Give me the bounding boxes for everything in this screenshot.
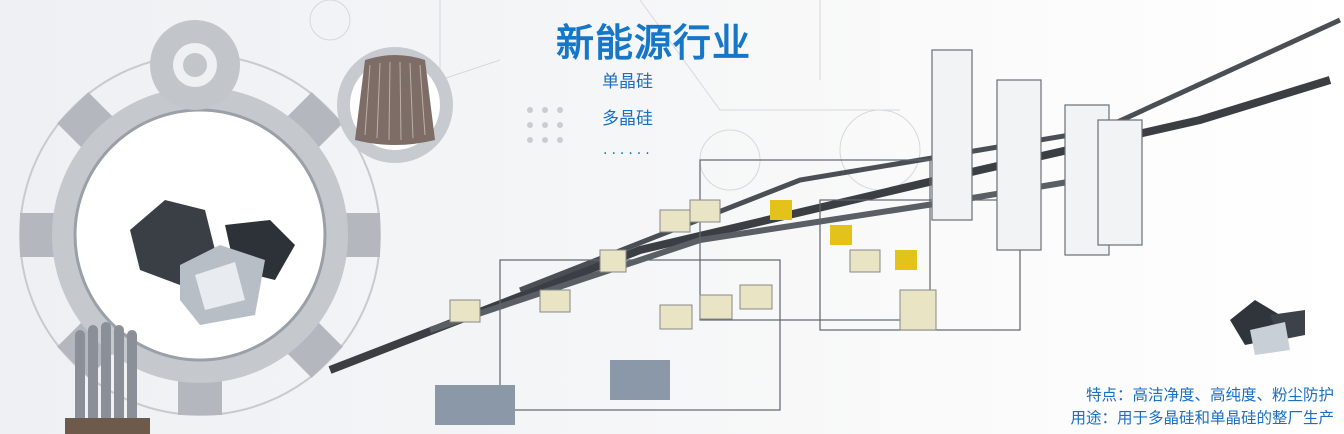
silicon-ingot-image <box>355 55 435 145</box>
production-line-illustration <box>328 17 1342 425</box>
small-gear-icon <box>150 20 240 110</box>
polysilicon-small-image <box>1230 300 1305 355</box>
usage-text: 用途：用于多晶硅和单晶硅的整厂生产 <box>1070 409 1334 427</box>
more-ellipsis: ...... <box>603 142 654 158</box>
dot-pattern <box>527 107 563 143</box>
polysilicon-chunks-image <box>130 200 295 325</box>
banner-title: 新能源行业 <box>556 21 752 65</box>
silicon-rods-image <box>65 322 150 434</box>
item-polycrystalline-silicon: 多晶硅 <box>602 109 653 129</box>
features-text: 特点：高洁净度、高纯度、粉尘防护 <box>1085 386 1334 404</box>
item-monocrystalline-silicon: 单晶硅 <box>602 72 653 92</box>
